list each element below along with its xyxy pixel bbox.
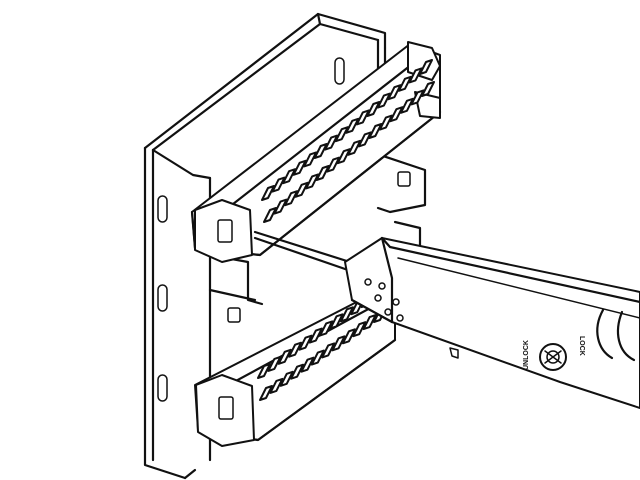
upper-block-tooth [334,126,349,143]
lower-block-tooth [257,363,271,379]
upper-block-tooth-lower [273,198,288,215]
lower-block-tooth [288,341,303,358]
lower-block-tooth [267,355,282,372]
lower-block-tooth [329,313,344,330]
upper-block-tooth [271,176,286,193]
upper-block-tooth [408,67,423,84]
upper-block-tooth-lower [378,114,393,131]
upper-block-tooth-lower [263,207,277,223]
impact-tool: UNLOCK LOCK [253,230,640,409]
upper-block-tooth-lower [326,156,341,173]
square-hole-1 [397,171,411,187]
upper-block-tooth [387,84,402,101]
lower-block-tooth-lower [362,314,377,331]
lower-block-tooth [277,348,292,365]
upper-block-tooth-lower [421,81,435,97]
upper-block-tooth [345,117,360,134]
upper-block-tooth-lower [315,165,330,181]
lower-block-tooth-lower [290,363,305,380]
unlock-label: UNLOCK [523,340,530,370]
mounting-slot-3 [157,374,168,402]
upper-block-tooth [355,109,370,126]
mounting-slot-1 [157,195,168,223]
lower-block-tooth [298,334,313,351]
upper-block-tooth [324,134,339,151]
upper-block-tooth-lower [399,97,414,114]
lower-block-tooth-lower [300,356,315,373]
lock-label: LOCK [578,336,585,356]
lower-block-tooth-lower [269,377,284,394]
upper-block-tooth-lower [347,139,362,156]
lower-block-tooth-lower [259,385,273,401]
upper-block-tooth-lower [294,181,309,198]
upper-block-tooth-lower [389,106,404,123]
upper-block-tooth [303,151,318,168]
upper-block-tooth [397,75,412,92]
upper-block-tooth [282,168,297,185]
lower-block-tooth-lower [331,335,346,352]
lower-block-tooth-lower [310,349,325,366]
lower-connecting-block [194,285,397,447]
upper-block-tooth-lower [368,123,383,139]
upper-block-tooth [292,159,307,176]
upper-block-tooth-lower [336,148,351,165]
upper-block-tooth-lower [284,190,299,207]
lower-block-tooth-lower [352,321,367,338]
lower-block-tooth-lower [321,342,336,359]
lower-block-tooth [339,306,354,323]
upper-block-tooth-lower [305,173,320,190]
upper-block-tooth-lower [410,89,425,106]
upper-block-tooth-lower [357,131,372,148]
upper-block-tooth [419,59,433,75]
lower-block-tooth [308,327,323,344]
lower-block-tooth [319,320,334,337]
lower-block-tooth-lower [341,328,356,345]
mounting-slot-2 [157,284,168,312]
upper-block-tooth [313,143,328,159]
upper-block-teeth [261,59,435,223]
lower-block-tooth-lower [279,370,294,387]
upper-block-tooth [376,92,391,109]
square-hole-2 [227,307,241,323]
upper-block-tooth [366,101,381,117]
upper-block-tooth [261,185,275,201]
upper-connecting-block [190,41,442,263]
mounting-slot-4 [334,57,345,85]
